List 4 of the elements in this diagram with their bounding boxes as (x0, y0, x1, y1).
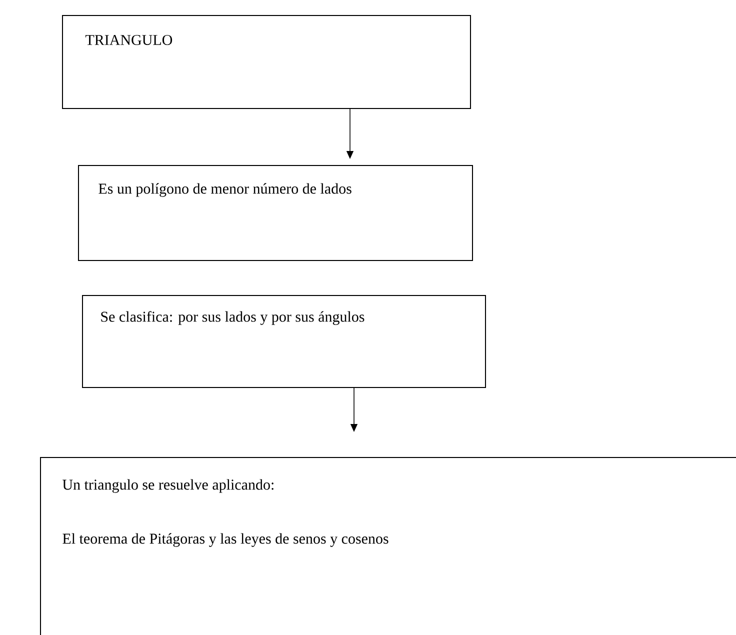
process-box: TRIANGULO (62, 15, 471, 109)
process-box: Es un polígono de menor número de lados (78, 165, 473, 261)
process-box: Un triangulo se resuelve aplicando: El teorema de Pitágoras y las leyes de senos y cosenos (40, 457, 736, 635)
process-box: Se clasifica: por sus lados y por sus ángulos (82, 295, 486, 388)
